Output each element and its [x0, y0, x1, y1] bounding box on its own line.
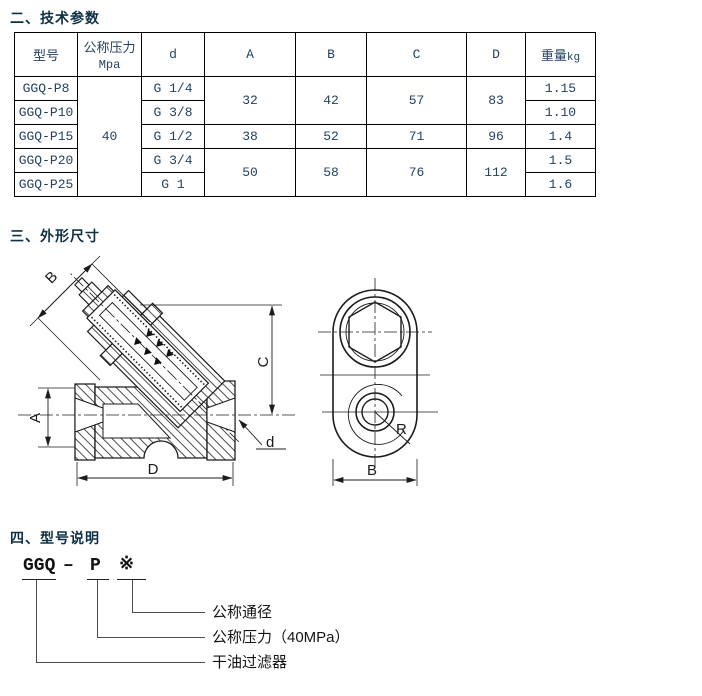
col-header-a: A: [204, 32, 296, 77]
connector-line: [132, 612, 205, 613]
model-code-dash: –: [63, 556, 74, 576]
model-code-series: GGQ: [23, 556, 56, 576]
connector-line: [97, 580, 98, 638]
cell-a: 32: [204, 76, 296, 125]
tech-params-table: 型号 公称压力 Mpa d A B C D 重量kg GGQ-P8 40 G 1…: [14, 32, 596, 197]
cell-model: GGQ-P10: [14, 100, 78, 125]
end-view: [318, 278, 438, 486]
flow-arrows: [134, 329, 174, 365]
cell-model: GGQ-P20: [14, 148, 78, 173]
cell-weight: 1.5: [525, 148, 596, 173]
cell-c: 57: [366, 76, 467, 125]
col-header-b: B: [295, 32, 367, 77]
table-row: GGQ-P10 G 3/8 1.10: [14, 100, 596, 125]
section-heading-tech-params: 二、技术参数: [10, 10, 100, 26]
underline-size: [117, 579, 146, 580]
cell-weight: 1.10: [525, 100, 596, 125]
cell-c: 71: [366, 124, 467, 149]
underline-series: [22, 579, 56, 580]
col-header-d: d: [141, 32, 205, 77]
cell-a: 38: [204, 124, 296, 149]
section-heading-outline-dims: 三、外形尺寸: [10, 228, 100, 244]
cell-b: 42: [295, 76, 367, 125]
outline-drawing: A B C D d R B: [18, 255, 438, 486]
model-code-size: ※: [119, 555, 135, 575]
col-header-weight: 重量kg: [525, 32, 596, 77]
cell-model: GGQ-P15: [14, 124, 78, 149]
connector-line: [132, 580, 133, 613]
label-pressure: 公称压力（40MPa）: [212, 629, 350, 646]
cell-dd: 112: [466, 148, 526, 197]
connector-line: [97, 637, 205, 638]
cell-d: G 3/8: [141, 100, 205, 125]
section-heading-model-desc: 四、型号说明: [10, 530, 100, 546]
cell-b: 52: [295, 124, 367, 149]
col-header-c: C: [366, 32, 467, 77]
col-header-model: 型号: [14, 32, 78, 77]
cell-d: G 3/4: [141, 148, 205, 173]
cell-model: GGQ-P8: [14, 76, 78, 101]
cell-d: G 1: [141, 172, 205, 197]
cell-b: 58: [295, 148, 367, 197]
connector-line: [36, 662, 205, 663]
front-view: [18, 255, 296, 486]
dim-label-b: B: [42, 268, 61, 287]
cell-pressure: 40: [77, 76, 142, 197]
dim-label-b-end: B: [367, 462, 377, 479]
cell-c: 76: [366, 148, 467, 197]
cell-weight: 1.4: [525, 124, 596, 149]
cell-dd: 83: [466, 76, 526, 125]
cell-model: GGQ-P25: [14, 172, 78, 197]
dim-label-d-big: D: [148, 461, 159, 478]
dim-label-c: C: [255, 356, 272, 367]
cell-dd: 96: [466, 124, 526, 149]
table-row: GGQ-P20 G 3/4 50 58 76 112 1.5: [14, 148, 596, 197]
table-row: GGQ-P8 40 G 1/4 32 42 57 83 1.15: [14, 76, 596, 197]
model-code-pressure: P: [90, 556, 101, 576]
table-header-row: 型号 公称压力 Mpa d A B C D 重量kg: [14, 32, 596, 77]
col-header-pressure: 公称压力 Mpa: [77, 32, 142, 77]
cell-d: G 1/4: [141, 76, 205, 101]
cell-d: G 1/2: [141, 124, 205, 149]
cell-weight: 1.15: [525, 76, 596, 101]
underline-pressure: [87, 579, 109, 580]
label-bore: 公称通径: [212, 604, 273, 621]
table-row: GGQ-P25 G 1 1.6: [14, 172, 596, 197]
col-header-dd: D: [466, 32, 526, 77]
cell-a: 50: [204, 148, 296, 197]
label-name: 干油过滤器: [212, 654, 288, 671]
table-row: GGQ-P15 G 1/2 38 52 71 96 1.4: [14, 124, 596, 149]
connector-line: [36, 580, 37, 663]
cell-weight: 1.6: [525, 172, 596, 197]
dim-label-r: R: [396, 421, 407, 438]
dim-label-d-small: d: [266, 434, 274, 451]
dim-label-a: A: [27, 413, 44, 423]
